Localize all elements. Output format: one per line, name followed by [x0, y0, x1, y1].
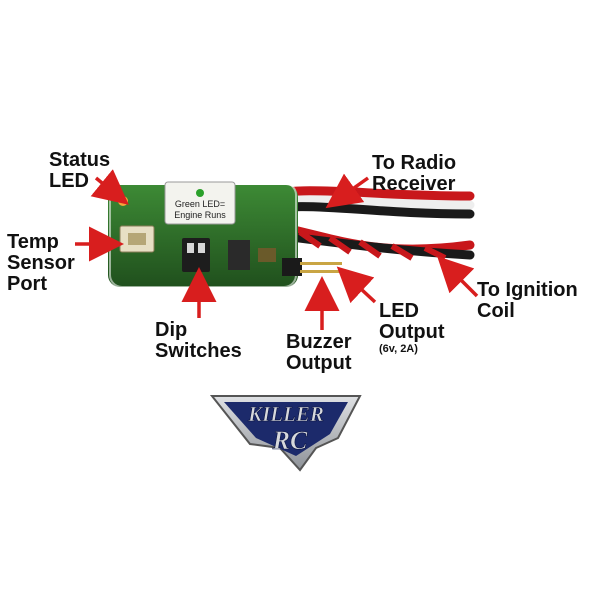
- label-dip-switches: Dip Switches: [155, 320, 242, 362]
- sticker-line-2: Engine Runs: [174, 210, 226, 220]
- status-led: [118, 196, 128, 206]
- logo-line-1: KILLER: [247, 402, 324, 426]
- label-ignition-line1: To Ignition: [477, 279, 578, 301]
- label-dip-line2: Switches: [155, 340, 242, 362]
- label-status-led-line1: Status: [49, 149, 111, 171]
- label-led-line1: LED: [379, 300, 419, 322]
- label-ignition-line2: Coil: [477, 300, 515, 322]
- label-temp-line1: Temp: [7, 231, 59, 253]
- circuit-board: Green LED= Engine Runs: [108, 181, 342, 288]
- sticker-line-1: Green LED=: [175, 199, 225, 209]
- label-led-line2: Output: [379, 321, 445, 343]
- label-temp-line3: Port: [7, 273, 47, 295]
- arrow-radio-receiver: [325, 173, 370, 209]
- board-sticker: [164, 181, 236, 225]
- label-radio-line1: To Radio: [372, 152, 457, 174]
- label-to-ignition-coil: To Ignition Coil: [477, 280, 578, 322]
- label-status-led: Status LED: [49, 150, 110, 192]
- label-dip-line1: Dip: [155, 319, 188, 341]
- label-buzzer-line2: Output: [286, 352, 352, 374]
- label-status-led-line2: LED: [49, 170, 89, 192]
- label-temp-line2: Sensor: [7, 252, 75, 274]
- label-buzzer-line1: Buzzer: [286, 331, 352, 353]
- label-led-note: (6v, 2A): [379, 343, 418, 355]
- callout-arrows: [75, 169, 479, 330]
- logo-line-2: RC: [272, 426, 308, 455]
- label-buzzer-output: Buzzer Output: [286, 332, 352, 374]
- label-led-output: LED Output (6v, 2A): [379, 301, 445, 356]
- dip-switch-block: [182, 238, 210, 272]
- label-temp-sensor-port: Temp Sensor Port: [7, 232, 75, 295]
- label-radio-line2: Receiver: [372, 173, 456, 195]
- arrow-ignition-coil: [437, 256, 479, 298]
- output-pins: [282, 258, 342, 276]
- killer-rc-logo: KILLER RC: [209, 395, 362, 472]
- arrow-led-output: [336, 266, 377, 304]
- arrow-status-led: [90, 169, 129, 205]
- label-to-radio-receiver: To Radio Receiver: [372, 153, 456, 195]
